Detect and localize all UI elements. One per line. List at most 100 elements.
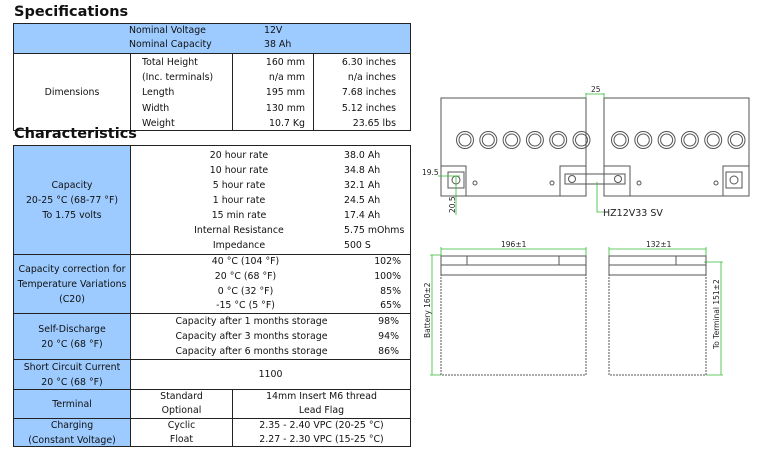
dimension-name: (Inc. terminals) <box>142 72 214 84</box>
temperature-row-name: -15 °C (5 °F) <box>216 300 275 312</box>
battery-top-right <box>603 97 750 197</box>
short-circuit-block: Short Circuit Current 20 °C (68 °F) 1100 <box>14 359 410 389</box>
nominal-capacity-value: 38 Ah <box>264 39 292 50</box>
dimension-name: Width <box>142 102 170 114</box>
capacity-row-name: 10 hour rate <box>209 165 269 176</box>
vent-cap-icon <box>549 131 568 149</box>
short-circuit-label-line: Short Circuit Current <box>23 361 121 373</box>
connector-label: HZ12V33 SV <box>603 208 663 219</box>
temperature-row-name: 40 °C (104 °F) <box>211 256 280 267</box>
capacity-row-name: 1 hour rate <box>212 195 266 206</box>
vent-cap-icon <box>730 133 743 147</box>
dimension-lines <box>430 93 723 376</box>
charging-row-value: 2.35 - 2.40 VPC (20-25 °C) <box>259 420 384 431</box>
dimensions-label: Dimensions <box>14 54 131 130</box>
charging-label: Charging (Constant Voltage) <box>14 419 131 446</box>
short-circuit-value: 1100 <box>258 369 283 380</box>
self-discharge-row-name: Capacity after 6 months storage <box>175 345 328 357</box>
specifications-table: Nominal Voltage 12V Nominal Capacity 38 … <box>13 23 411 131</box>
self-discharge-row-value: 86% <box>378 345 399 357</box>
dimension-name: Total Height <box>142 57 198 68</box>
nominal-rows: Nominal Voltage 12V Nominal Capacity 38 … <box>14 24 410 54</box>
self-discharge-label-line: Self-Discharge <box>38 323 106 335</box>
battery-height-dimension: Battery 160±2 <box>423 282 432 338</box>
dimension-name: Length <box>142 87 175 99</box>
vent-cap-icon <box>481 133 495 147</box>
vent-cap-icon <box>636 133 650 147</box>
side-views <box>440 255 707 376</box>
terminal-row-value: Lead Flag <box>298 405 345 416</box>
capacity-row-name: 15 min rate <box>211 210 267 221</box>
vent-cap-icon <box>502 131 521 149</box>
width-dimension: 132±1 <box>646 240 672 249</box>
vent-cap-icon <box>683 133 697 147</box>
vent-cap-icon <box>525 131 544 149</box>
dimension-inches: n/a inches <box>347 72 396 84</box>
vent-cap-icon <box>657 131 676 149</box>
terminal-offset-y: 20.5 <box>448 196 457 213</box>
vent-cap-icon <box>634 131 653 149</box>
specifications-title: Specifications <box>14 4 129 20</box>
capacity-row-value: 32.1 Ah <box>344 180 381 191</box>
temperature-row-name: 0 °C (32 °F) <box>217 285 274 297</box>
connector-bar <box>564 173 626 185</box>
terminal-offset-x: 19.5 <box>422 168 439 177</box>
capacity-label-line: 20-25 °C (68-77 °F) <box>25 194 119 206</box>
terminal-row-name: Optional <box>161 405 202 416</box>
capacity-label: Capacity 20-25 °C (68-77 °F) To 1.75 vol… <box>14 146 131 254</box>
capacity-row-name: 5 hour rate <box>212 180 266 191</box>
charging-label-line: Charging <box>50 419 94 431</box>
temperature-block: Capacity correction for Temperature Vari… <box>14 254 410 313</box>
vent-cap-icon <box>572 131 591 149</box>
vent-cap-icon <box>458 133 472 147</box>
vent-cap-icon <box>575 133 588 147</box>
short-circuit-label: Short Circuit Current 20 °C (68 °F) <box>14 360 131 389</box>
short-circuit-label-line: 20 °C (68 °F) <box>41 376 103 388</box>
vent-cap-icon <box>528 133 542 147</box>
terminal-row-value: 14mm Insert M6 thread <box>266 391 377 402</box>
vent-cap-icon <box>479 131 498 149</box>
dimension-mm: 195 mm <box>265 87 305 99</box>
charging-row-name: Float <box>169 434 194 445</box>
temperature-label-line: (C20) <box>59 293 85 305</box>
capacity-row-value: 500 S <box>344 240 371 251</box>
vent-cap-icon <box>727 131 746 149</box>
vent-cap-icon <box>505 133 519 147</box>
vent-cap-icon <box>704 131 723 149</box>
capacity-row-name: Impedance <box>212 240 266 251</box>
gap-dimension: 25 <box>591 85 601 94</box>
temperature-label: Capacity correction for Temperature Vari… <box>14 255 131 313</box>
nominal-voltage-label: Nominal Voltage <box>129 25 206 36</box>
vent-cap-icon <box>660 133 674 147</box>
vent-cap-icon <box>611 131 629 149</box>
dimension-mm: 130 mm <box>265 102 305 114</box>
self-discharge-row-value: 98% <box>378 316 399 327</box>
terminal-icon <box>729 175 739 185</box>
dimension-inches: 6.30 inches <box>341 57 396 68</box>
nominal-capacity-label: Nominal Capacity <box>129 39 212 50</box>
temperature-row-value: 102% <box>374 256 401 267</box>
temperature-row-value: 100% <box>374 270 401 282</box>
length-dimension: 196±1 <box>501 240 527 249</box>
self-discharge-row-name: Capacity after 1 months storage <box>175 316 328 327</box>
capacity-row-value: 24.5 Ah <box>344 195 381 206</box>
dimension-name: Weight <box>142 117 175 129</box>
capacity-row-value: 17.4 Ah <box>344 210 381 221</box>
top-view <box>440 97 750 197</box>
battery-top-left <box>440 97 587 197</box>
nominal-voltage-value: 12V <box>264 25 283 36</box>
characteristics-table: Capacity 20-25 °C (68-77 °F) To 1.75 vol… <box>13 145 411 447</box>
dimension-inches: 23.65 lbs <box>352 117 396 129</box>
self-discharge-label-line: 20 °C (68 °F) <box>41 338 103 350</box>
vent-cap-icon <box>706 133 720 147</box>
capacity-row-value: 34.8 Ah <box>344 165 381 176</box>
dimension-mm: n/a mm <box>268 72 305 84</box>
terminal-height-dimension: To Terminal 151±2 <box>712 279 721 350</box>
temperature-label-line: Temperature Variations <box>17 278 127 290</box>
vent-cap-icon <box>456 131 474 149</box>
charging-label-line: (Constant Voltage) <box>28 434 116 446</box>
